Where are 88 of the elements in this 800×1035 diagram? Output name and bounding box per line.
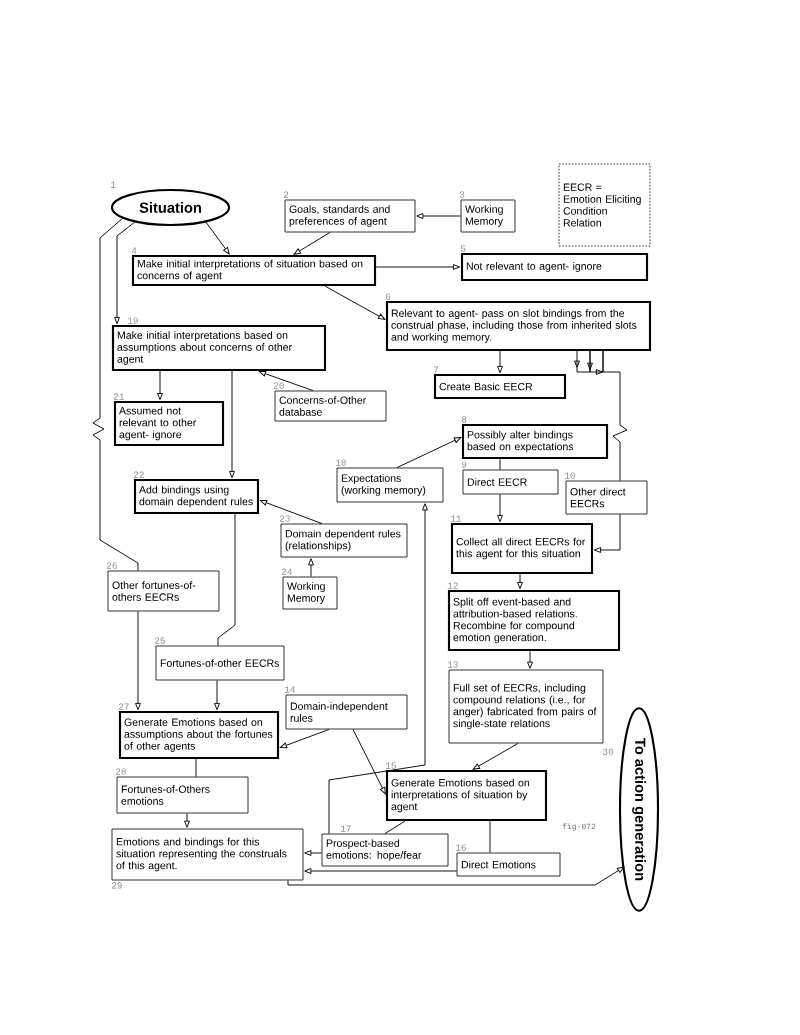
process-box: Working Memory bbox=[282, 576, 338, 610]
process-box: Assumed not relevant to other agent- ignore bbox=[113, 400, 225, 447]
arrow bbox=[214, 679, 220, 711]
process-box: Create Basic EECR bbox=[433, 373, 567, 400]
step-number: 25 bbox=[154, 637, 165, 644]
step-number: 13 bbox=[447, 661, 458, 668]
arrow bbox=[229, 370, 235, 479]
arrow bbox=[157, 370, 163, 401]
arrow bbox=[497, 350, 503, 374]
arrow bbox=[258, 370, 314, 392]
process-box: Fortunes-of-other EECRs bbox=[155, 645, 285, 681]
step-number: 2 bbox=[283, 191, 289, 198]
arrow bbox=[416, 213, 462, 219]
arrow bbox=[304, 868, 458, 874]
figure-id: fig-072 bbox=[562, 823, 596, 831]
step-number: 24 bbox=[281, 568, 292, 575]
process-box: Other direct EECRs bbox=[565, 480, 648, 515]
step-number: 10 bbox=[564, 472, 575, 479]
step-number: 29 bbox=[111, 882, 122, 889]
process-box: Make initial interpretations of situation based on concerns of agent bbox=[131, 254, 377, 287]
arrow bbox=[135, 610, 141, 711]
step-number: 30 bbox=[603, 748, 614, 756]
process-box: Direct Emotions bbox=[456, 852, 561, 877]
arrow bbox=[472, 742, 519, 770]
step-number: 9 bbox=[461, 461, 467, 468]
process-box: Working Memory bbox=[460, 199, 516, 233]
process-box: Relevant to agent- pass on slot bindings from the construal phase, including those from inherited slots and working memory. bbox=[385, 300, 652, 352]
process-box: Direct EECR bbox=[462, 469, 559, 495]
arrow bbox=[593, 513, 621, 553]
process-box: Generate Emotions based on assumptions about the fortunes of other agents bbox=[118, 710, 280, 760]
step-number: 7 bbox=[434, 366, 439, 373]
process-box: Goals, standards and preferences of agent bbox=[284, 199, 416, 233]
step-number: 17 bbox=[340, 825, 351, 832]
process-box: Make initial interpretations based on assumptions about concerns of other agent bbox=[111, 324, 327, 372]
arrow bbox=[308, 558, 314, 578]
step-number: 11 bbox=[450, 515, 461, 522]
step-number: 12 bbox=[447, 582, 458, 589]
process-box: Other fortunes-of-others EECRs bbox=[107, 570, 220, 612]
process-box: Generate Emotions based on interpretations of situation by agent bbox=[385, 769, 548, 822]
process-box: Possibly alter bindings based on expectations bbox=[461, 423, 609, 460]
arrow bbox=[184, 812, 190, 828]
step-number: 6 bbox=[385, 293, 391, 300]
step-number: 20 bbox=[273, 382, 284, 389]
step-number: 5 bbox=[460, 245, 466, 252]
process-box: Concerns-of-Other database bbox=[274, 390, 387, 422]
step-number: 16 bbox=[455, 844, 466, 851]
step-number: 22 bbox=[133, 471, 144, 478]
arrow bbox=[205, 221, 230, 255]
process-box: Domain dependent rules (relationships) bbox=[280, 523, 408, 558]
step-number: 3 bbox=[459, 191, 465, 198]
arrow bbox=[259, 499, 323, 525]
arrow bbox=[375, 264, 461, 270]
step-number: 19 bbox=[127, 317, 138, 324]
process-box: Emotions and bindings for this situation representing the construals of this agent. bbox=[111, 828, 304, 881]
arrow bbox=[517, 573, 523, 590]
arrow bbox=[114, 221, 136, 325]
arrow bbox=[304, 850, 323, 856]
step-number: 14 bbox=[284, 686, 295, 693]
process-box: Full set of EECRs, including compound relations (i.e., for anger) fabricated from pairs of single-state relations bbox=[448, 669, 604, 744]
process-box: Collect all direct EECRs for this agent for this situation bbox=[450, 522, 594, 575]
step-number: 26 bbox=[106, 562, 117, 569]
arrow bbox=[324, 285, 386, 320]
step-number: 21 bbox=[113, 393, 124, 400]
arrow bbox=[328, 503, 428, 835]
arrow bbox=[287, 866, 625, 886]
step-number: 1 bbox=[110, 181, 116, 188]
process-box: Expectations (working memory) bbox=[336, 467, 444, 503]
arrow bbox=[396, 437, 462, 469]
process-box: Not relevant to agent- ignore bbox=[460, 252, 649, 282]
step-number: 4 bbox=[131, 247, 137, 254]
step-number: 8 bbox=[461, 416, 467, 423]
arrow bbox=[574, 350, 628, 482]
step-number: 15 bbox=[385, 762, 396, 769]
process-box: Domain-independent rules bbox=[285, 694, 408, 730]
process-box: Prospect-based emotions: hope/fear bbox=[321, 833, 449, 867]
arrow bbox=[293, 231, 331, 255]
process-box: Split off event-based and attribution-based relations. Recombine for compound emotion generation. bbox=[447, 589, 621, 652]
process-box: Fortunes-of-Others emotions bbox=[116, 776, 249, 814]
arrow bbox=[352, 728, 386, 795]
step-number: 18 bbox=[335, 459, 346, 466]
process-box: Add bindings using domain dependent rules bbox=[133, 478, 260, 515]
arrow bbox=[279, 728, 330, 749]
note-box: EECR = Emotion Eliciting Condition Relation bbox=[558, 163, 651, 247]
step-number: 23 bbox=[279, 515, 290, 522]
step-number: 27 bbox=[118, 703, 129, 710]
arrow bbox=[497, 493, 503, 523]
step-number: 28 bbox=[115, 768, 126, 775]
arrow bbox=[527, 650, 533, 669]
